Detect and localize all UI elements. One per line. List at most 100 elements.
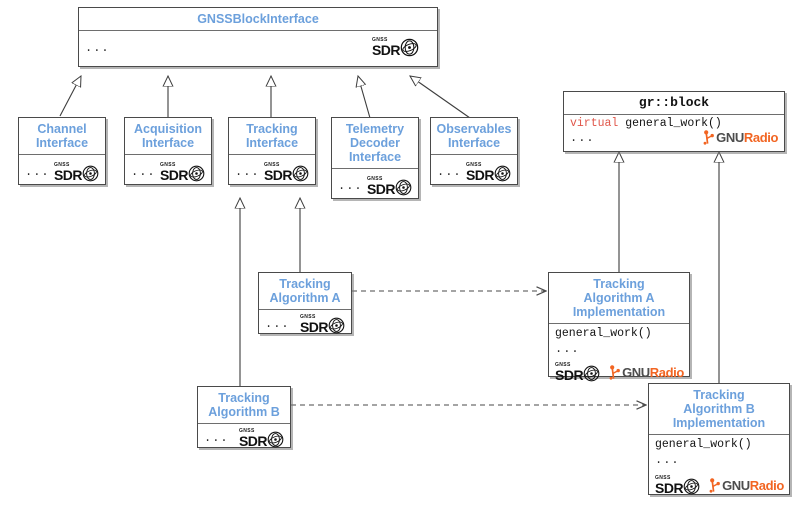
gnss-sdr-logo-main: SDR — [159, 166, 189, 183]
gnuradio-logo-radio: Radio — [743, 130, 779, 145]
class-body-channel-interface: ... GNSS SDR — [19, 155, 105, 189]
gnuradio-logo-radio: Radio — [749, 478, 785, 493]
class-body-tracking-interface: ... GNSS SDR — [229, 155, 315, 189]
gnss-sdr-logo-top: GNSS — [366, 175, 383, 182]
ellipsis-text: ... — [204, 431, 229, 445]
class-body-telemetry-decoder-interface: ... GNSS SDR — [332, 169, 418, 203]
gnss-sdr-logo-top: GNSS — [555, 362, 571, 368]
gnss-sdr-logo-main: SDR — [655, 480, 684, 496]
gnss-sdr-logo: GNSS SDR — [159, 161, 205, 183]
class-title-gr-block: gr::block — [564, 92, 784, 115]
class-box-tracking-algorithm-a[interactable]: Tracking Algorithm A ... GNSS SDR — [258, 272, 352, 334]
class-box-channel-interface[interactable]: Channel Interface ... GNSS SDR — [18, 117, 106, 185]
gnuradio-logo-gnu: GNU — [716, 130, 744, 145]
gnuradio-logo-gnu: GNU — [622, 365, 650, 380]
class-body-observables-interface: ... GNSS SDR — [431, 155, 517, 189]
logo-row: GNSS SDR — [555, 363, 684, 383]
class-title-observables-interface: Observables Interface — [431, 118, 517, 155]
class-title-tracking-algorithm-a: Tracking Algorithm A — [259, 273, 351, 310]
class-box-tracking-algorithm-b[interactable]: Tracking Algorithm B ... GNSS SDR — [197, 386, 291, 448]
general-work-method: general_work() — [625, 117, 722, 130]
satellite-orbit-icon — [267, 431, 284, 447]
class-box-telemetry-decoder-interface[interactable]: Telemetry Decoder Interface ... GNSS SDR — [331, 117, 419, 199]
gr-block-footer: ... GNURadio — [570, 130, 778, 145]
class-title-tracking-algorithm-b: Tracking Algorithm B — [198, 387, 290, 424]
gnss-sdr-logo: GNSS SDR — [555, 363, 600, 382]
class-body-gnssblockinterface: ... GNSS SDR — [79, 31, 437, 64]
gnss-sdr-logo: GNSS SDR — [53, 161, 99, 183]
ellipsis-text: ... — [338, 179, 363, 193]
gnss-sdr-logo-top: GNSS — [263, 161, 280, 168]
gnss-sdr-logo-top: GNSS — [53, 161, 70, 168]
gnuradio-logo-radio: Radio — [649, 365, 685, 380]
class-title-tracking-interface: Tracking Interface — [229, 118, 315, 155]
satellite-orbit-icon — [400, 38, 419, 57]
gr-block-signature: virtual general_work() — [570, 117, 778, 131]
class-body-tracking-algorithm-b: ... GNSS SDR — [198, 424, 290, 452]
gnss-sdr-logo-main: SDR — [53, 166, 83, 183]
gnss-sdr-logo-main: SDR — [366, 180, 396, 197]
class-title-channel-interface: Channel Interface — [19, 118, 105, 155]
ellipsis-text: ... — [25, 165, 50, 179]
class-box-tracking-interface[interactable]: Tracking Interface ... GNSS SDR — [228, 117, 316, 185]
class-title-tracking-algorithm-b-implementation: Tracking Algorithm B Implementation — [649, 384, 789, 435]
gnuradio-antenna-icon — [709, 478, 720, 493]
ellipsis-text: ... — [570, 130, 595, 145]
ellipsis-text: ... — [437, 165, 462, 179]
ellipsis-text: ... — [85, 40, 110, 55]
class-body-acquisition-interface: ... GNSS SDR — [125, 155, 211, 189]
class-box-acquisition-interface[interactable]: Acquisition Interface ... GNSS SDR — [124, 117, 212, 185]
gnss-sdr-logo-main: SDR — [555, 367, 584, 383]
satellite-orbit-icon — [328, 317, 345, 333]
gnss-sdr-logo: GNSS SDR — [263, 161, 309, 183]
gnss-sdr-logo: GNSS SDR — [238, 427, 284, 449]
ellipsis-text: ... — [265, 317, 290, 331]
satellite-orbit-icon — [583, 365, 600, 382]
gnss-sdr-logo: GNSS SDR — [372, 38, 419, 57]
gnuradio-logo: GNURadio — [709, 478, 784, 493]
general-work-method: general_work() — [655, 438, 752, 451]
gnss-sdr-logo-top: GNSS — [371, 37, 388, 43]
satellite-orbit-icon — [395, 179, 412, 195]
class-box-gnssblockinterface[interactable]: GNSSBlockInterface ... GNSS SDR — [78, 7, 438, 67]
gnuradio-antenna-icon — [703, 130, 715, 145]
edge-observables-to-gnssblock — [410, 76, 471, 119]
gnss-sdr-logo-main: SDR — [299, 318, 329, 335]
gnss-sdr-logo-top: GNSS — [159, 161, 176, 168]
gnss-sdr-logo-main: SDR — [263, 166, 293, 183]
satellite-orbit-icon — [494, 165, 511, 181]
class-box-gr-block[interactable]: gr::block virtual general_work() ... GNU… — [563, 91, 785, 152]
gnss-sdr-logo: GNSS SDR — [465, 162, 511, 183]
gnss-sdr-logo: GNSS SDR — [366, 175, 412, 197]
ellipsis-text: ... — [131, 165, 156, 179]
virtual-keyword: virtual — [570, 117, 619, 130]
gnuradio-logo-text: GNURadio — [622, 366, 684, 379]
edge-telemetry-to-gnssblock — [358, 76, 371, 119]
logo-row: GNSS SDR — [655, 475, 784, 496]
general-work-method: general_work() — [555, 327, 652, 340]
class-box-tracking-algorithm-b-implementation[interactable]: Tracking Algorithm B Implementation gene… — [648, 383, 790, 495]
gnuradio-logo-text: GNURadio — [722, 479, 784, 492]
ellipsis-text: ... — [555, 342, 580, 356]
class-box-tracking-algorithm-a-implementation[interactable]: Tracking Algorithm A Implementation gene… — [548, 272, 690, 382]
class-body-tracking-algorithm-a-implementation: general_work() ... GNSS SDR — [549, 324, 689, 382]
gnss-sdr-logo-main: SDR — [371, 42, 401, 58]
satellite-orbit-icon — [82, 165, 99, 181]
gnuradio-logo-text: GNURadio — [716, 131, 778, 144]
satellite-orbit-icon — [188, 165, 205, 181]
class-body-tracking-algorithm-b-implementation: general_work() ... GNSS SDR — [649, 435, 789, 500]
gnss-sdr-logo-main: SDR — [238, 432, 268, 449]
gnss-sdr-logo-top: GNSS — [238, 427, 255, 434]
gnuradio-logo: GNURadio — [703, 130, 778, 145]
gnss-sdr-logo-top: GNSS — [655, 475, 671, 481]
class-box-observables-interface[interactable]: Observables Interface ... GNSS SDR — [430, 117, 518, 185]
gnss-sdr-logo-main: SDR — [465, 166, 495, 183]
gnuradio-antenna-icon — [609, 365, 620, 380]
satellite-orbit-icon — [683, 478, 700, 495]
ellipsis-text: ... — [655, 453, 680, 467]
class-title-acquisition-interface: Acquisition Interface — [125, 118, 211, 155]
satellite-orbit-icon — [292, 165, 309, 181]
gnss-sdr-logo: GNSS SDR — [299, 314, 345, 335]
class-body-tracking-algorithm-a: ... GNSS SDR — [259, 310, 351, 338]
edge-channel-to-gnssblock — [59, 76, 81, 117]
